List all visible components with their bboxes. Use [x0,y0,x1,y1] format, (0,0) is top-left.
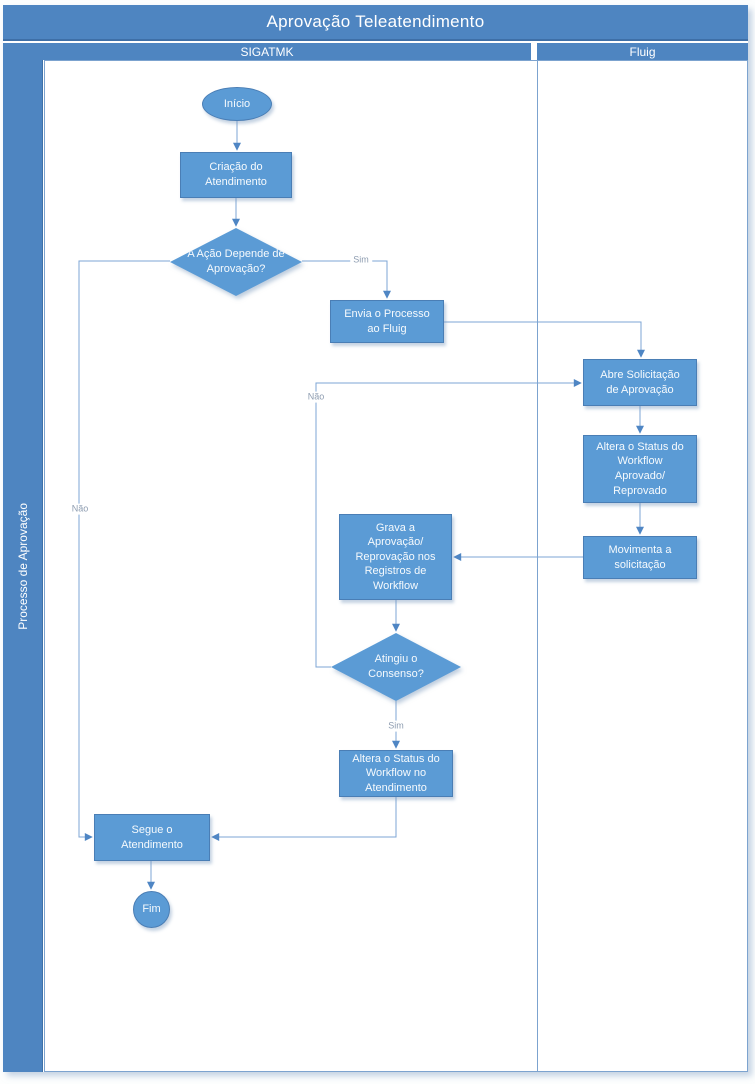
lane-header-sigatmk-label: SIGATMK [240,44,294,59]
node-segue-atendimento-label: Segue o Atendimento [121,823,183,851]
diagram-title-bar: Aprovação Teleatendimento [3,5,748,41]
edge-label-sim-depende: Sim [350,254,372,266]
node-abre-solicitacao-label: Abre Solicitação de Aprovação [600,368,680,396]
node-segue-atendimento: Segue o Atendimento [94,814,210,861]
edge-label-nao-consenso: Não [304,391,328,403]
node-envia-processo-fluig-label: Envia o Processo ao Fluig [344,307,430,335]
diagram-title: Aprovação Teleatendimento [266,12,485,31]
node-atingiu-consenso: Atingiu o Consenso? [331,633,461,701]
node-altera-status-atendimento: Altera o Status do Workflow no Atendimen… [339,750,453,797]
process-band: Processo de Aprovação [3,60,43,1072]
node-inicio-label: Início [223,97,251,110]
node-criacao-atendimento: Criação do Atendimento [180,152,292,198]
node-altera-status-atendimento-label: Altera o Status do Workflow no Atendimen… [352,752,440,794]
node-grava-aprovacao-label: Grava a Aprovação/ Reprovação nos Regist… [355,521,436,592]
edge-label-nao-depende: Não [68,503,92,515]
node-fim-label: Fim [142,903,161,916]
node-altera-status-workflow: Altera o Status do Workflow Aprovado/ Re… [583,435,697,503]
node-criacao-atendimento-label: Criação do Atendimento [205,161,267,188]
lane-header-fluig: Fluig [537,43,748,60]
node-inicio: Início [202,87,272,121]
node-movimenta-solicitacao-label: Movimenta a solicitação [608,543,672,571]
node-atingiu-consenso-label: Atingiu o Consenso? [368,653,424,680]
node-envia-processo-fluig: Envia o Processo ao Fluig [330,300,444,343]
node-fim: Fim [133,891,170,928]
node-movimenta-solicitacao: Movimenta a solicitação [583,536,697,579]
node-acao-depende-aprovacao-label: A Ação Depende de Aprovação? [187,248,285,275]
node-acao-depende-aprovacao: A Ação Depende de Aprovação? [170,228,302,296]
node-grava-aprovacao: Grava a Aprovação/ Reprovação nos Regist… [339,514,452,600]
edge-label-sim-consenso: Sim [385,720,407,732]
node-abre-solicitacao: Abre Solicitação de Aprovação [583,359,697,406]
lane-header-sigatmk: SIGATMK [3,43,531,60]
lane-header-fluig-label: Fluig [629,44,656,59]
process-band-label: Processo de Aprovação [15,502,30,630]
lane-divider [537,60,538,1072]
node-altera-status-workflow-label: Altera o Status do Workflow Aprovado/ Re… [596,440,684,497]
